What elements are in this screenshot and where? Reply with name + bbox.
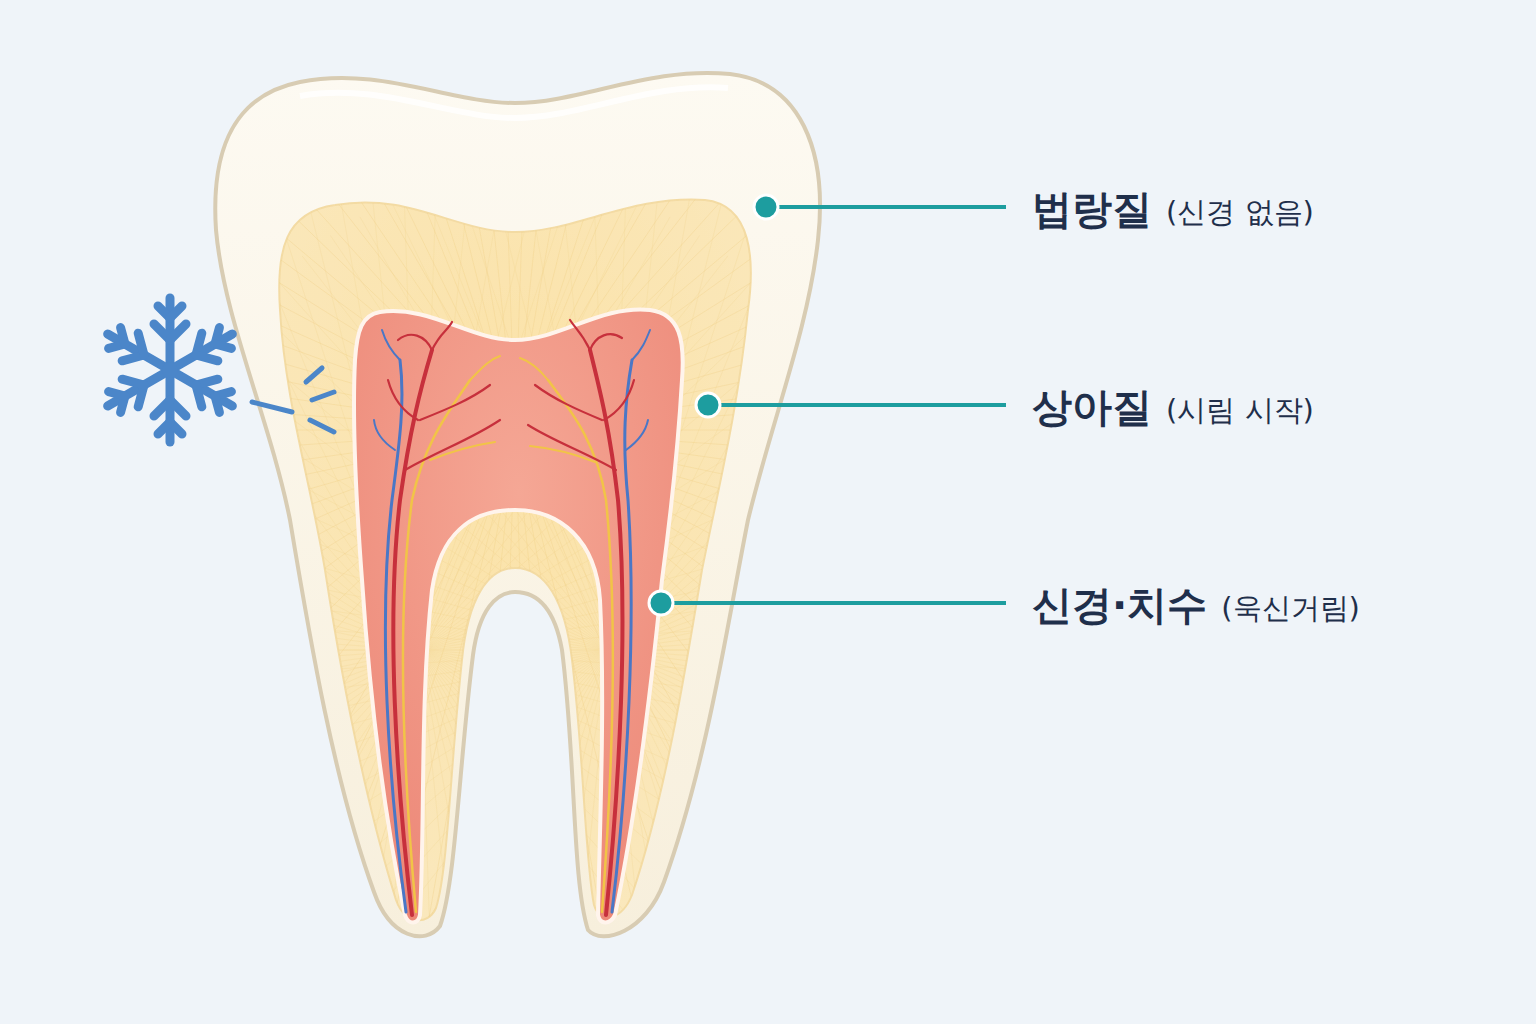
- tubule-line: [420, 650, 472, 1024]
- tubule-line: [610, 650, 970, 997]
- tubule-line: [610, 650, 1099, 754]
- tubule-line: [523, 650, 610, 1024]
- tubule-line: [0, 650, 420, 853]
- tubule-line: [250, 650, 610, 997]
- tubule-line: [420, 650, 700, 1024]
- cold-marks: [252, 368, 334, 432]
- pulp-chamber: [354, 310, 683, 923]
- tooth-outline: [215, 73, 820, 936]
- tubule-line: [115, 650, 610, 720]
- tubule-line: [610, 580, 1105, 650]
- tubule-line: [85, 650, 420, 1022]
- tubule-line: [610, 650, 1067, 853]
- tubule-line: [610, 650, 1105, 720]
- tubule-line: [610, 479, 1080, 650]
- tubule-line: [610, 650, 918, 1024]
- tubule-line: [610, 447, 1067, 650]
- layer-note: (욱신거림): [1221, 591, 1360, 626]
- layer-name: 상아질: [1032, 383, 1152, 431]
- tubule-line: [420, 650, 890, 821]
- tubule-line: [121, 650, 610, 754]
- tubule-line: [420, 650, 901, 788]
- tubule-line: [0, 546, 420, 650]
- snowflake-arm: [162, 320, 240, 384]
- tubule-line: [610, 546, 1099, 650]
- tubule-line: [455, 650, 610, 1024]
- tubule-line: [0, 650, 420, 720]
- tubule-line: [610, 650, 945, 1022]
- tubule-line: [420, 650, 915, 720]
- tubule-line: [610, 650, 993, 971]
- tubule-line: [610, 650, 1034, 915]
- leader-lines: [649, 195, 1006, 615]
- tubule-line: [420, 580, 915, 650]
- tubule-line: [0, 650, 420, 821]
- tubule-line: [610, 650, 1080, 821]
- tubule-line: [111, 615, 610, 650]
- tubule-line: [37, 650, 420, 971]
- tubule-line: [0, 650, 420, 754]
- tubule-line: [610, 650, 1109, 685]
- tubule-line: [420, 650, 541, 1024]
- tubule-line: [0, 650, 420, 788]
- enamel-highlight: [300, 87, 728, 118]
- tubule-line: [610, 650, 890, 1024]
- layer-note: (시림 시작): [1166, 393, 1314, 428]
- snowflake-arm: [100, 356, 178, 420]
- tubule-line: [420, 650, 728, 1024]
- dentin-tubules: [0, 0, 1110, 1024]
- tubule-line: [423, 650, 610, 1024]
- snowflake-icon: [100, 298, 241, 442]
- tubule-line: [110, 650, 610, 651]
- snowflake-arm: [100, 320, 178, 384]
- tubule-line: [0, 580, 420, 650]
- layer-name: 신경·치수: [1032, 581, 1207, 629]
- tubule-line: [610, 650, 1051, 885]
- tubule-line: [420, 650, 507, 1024]
- tubule-line: [610, 650, 1015, 944]
- snowflake-core: [162, 362, 178, 378]
- tubule-line: [0, 650, 420, 915]
- tubule-line: [610, 650, 1091, 788]
- tubule-line: [610, 650, 1110, 651]
- tubule-line: [610, 512, 1091, 650]
- nerves-vessels: [374, 320, 650, 915]
- layer-name: 법랑질: [1032, 185, 1152, 233]
- tubule-line: [275, 650, 610, 1022]
- tubule-line: [15, 650, 420, 944]
- tubule-line: [111, 650, 610, 685]
- tubule-line: [420, 650, 607, 1024]
- tubule-line: [420, 650, 575, 1024]
- layer-note: (신경 없음): [1166, 195, 1314, 230]
